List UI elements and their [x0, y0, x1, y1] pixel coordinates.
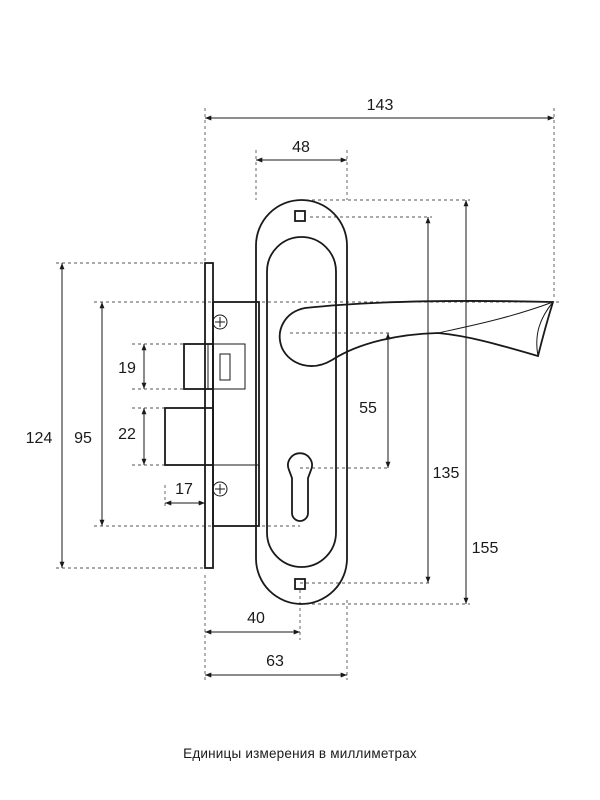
dimension-labels: 143 48 155 135 55 124 95 19 22 17 40 63 [26, 97, 499, 670]
faceplate [204, 262, 214, 569]
keyhole-icon [287, 452, 313, 522]
dimension-lines [59, 115, 554, 678]
dim-body-height: 95 [74, 430, 92, 447]
dim-handle-to-key: 55 [359, 400, 377, 417]
plate-screw-bottom-icon [294, 578, 306, 590]
dim-overall-width: 143 [367, 97, 394, 114]
screw-bottom-icon [212, 481, 228, 497]
extension-lines [56, 108, 560, 680]
screw-top-icon [212, 314, 228, 330]
escutcheon-plate [255, 199, 348, 605]
dead-bolt [164, 407, 214, 466]
dim-deadbolt-height: 22 [118, 426, 136, 443]
dim-plate-width: 48 [292, 139, 310, 156]
dim-faceplate-height: 124 [26, 430, 53, 447]
plate-screw-top-icon [294, 210, 306, 222]
units-caption: Единицы измерения в миллиметрах [183, 746, 417, 761]
dim-latch-height: 19 [118, 360, 136, 377]
door-handle [278, 299, 555, 367]
dim-body-depth: 63 [266, 653, 284, 670]
dim-screw-spacing: 135 [433, 465, 460, 482]
latch-bolt [183, 343, 214, 390]
dim-deadbolt-throw: 17 [175, 481, 193, 498]
dim-plate-height: 155 [472, 540, 499, 557]
dim-backset: 40 [247, 610, 265, 627]
lock-body [164, 262, 260, 569]
